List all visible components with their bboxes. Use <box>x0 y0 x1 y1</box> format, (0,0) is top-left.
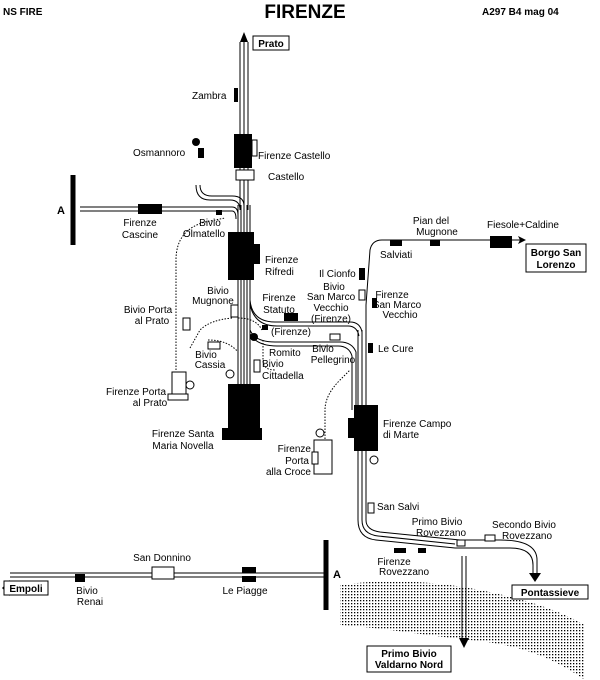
label-fsmv-1: Firenze <box>375 290 409 301</box>
map-code: NS FIRE <box>3 7 43 18</box>
faentina-line <box>365 236 526 306</box>
destination-prato: Prato <box>252 35 290 51</box>
station-blocks <box>75 88 512 582</box>
label-sandonnino: San Donnino <box>133 553 191 564</box>
east-lines <box>455 539 541 648</box>
label-fpc-1: Firenze <box>278 444 312 455</box>
label-fpp-1: Firenze Porta <box>106 387 166 398</box>
dotted-connections <box>175 217 276 371</box>
label-bp-prato-1: Bivio Porta <box>124 305 173 316</box>
label-osmannoro: Osmannoro <box>133 148 186 159</box>
label-cittadella-2: Cittadella <box>262 371 304 382</box>
label-romito: Romito <box>269 348 301 359</box>
label-pellegrino-1: Bivio <box>312 344 334 355</box>
label-renai-2: Renai <box>77 597 103 608</box>
destination-borgo-label-1: Borgo San <box>531 248 582 259</box>
label-cascine-1: Firenze <box>123 218 157 229</box>
label-olmatello-1: Bivio <box>199 218 221 229</box>
label-mugnone-2: Mugnone <box>192 296 234 307</box>
label-cassia-2: Cassia <box>195 360 226 371</box>
label-bsmv-2: San Marco <box>307 292 356 303</box>
destination-empoli-label: Empoli <box>9 584 43 595</box>
label-cdm-2: di Marte <box>383 430 420 441</box>
destination-valdarno-label-1: Primo Bivio <box>381 649 437 660</box>
marker-a-top: A <box>57 205 65 217</box>
label-smn-1: Firenze Santa <box>152 429 215 440</box>
destination-prato-label: Prato <box>258 39 284 50</box>
label-firenze-paren: (Firenze) <box>271 327 311 338</box>
label-castello-1: Firenze Castello <box>258 151 331 162</box>
label-renai-1: Bivio <box>76 586 98 597</box>
destination-borgo: Borgo San Lorenzo <box>525 243 587 273</box>
destination-borgo-label-2: Lorenzo <box>537 260 576 271</box>
label-smn-2: Maria Novella <box>152 441 214 452</box>
label-pian-2: Mugnone <box>416 227 458 238</box>
destination-pontassieve-label: Pontassieve <box>521 588 580 599</box>
label-fiesole: Fiesole+Caldine <box>487 220 559 231</box>
label-bsmv-3: Vecchio <box>313 303 348 314</box>
label-fsmv-3: Vecchio <box>382 310 417 321</box>
station-labels: Zambra Osmannoro Firenze Castello Castel… <box>76 91 559 608</box>
label-zambra: Zambra <box>192 91 227 102</box>
label-cdm-1: Firenze Campo <box>383 419 452 430</box>
label-piagge: Le Piagge <box>222 586 267 597</box>
label-castello-2: Castello <box>268 172 305 183</box>
map-reference: A297 B4 mag 04 <box>482 7 559 18</box>
label-salviati: Salviati <box>380 250 412 261</box>
map-title: FIRENZE <box>264 2 345 23</box>
label-fpc-2: Porta <box>285 456 309 467</box>
label-pian-1: Pian del <box>413 216 449 227</box>
label-sbr-2: Rovezzano <box>502 531 552 542</box>
label-pbr-1: Primo Bivio <box>412 517 463 528</box>
label-rifredi-2: Rifredi <box>265 267 294 278</box>
label-cascine-2: Cascine <box>122 230 159 241</box>
label-sansalvi: San Salvi <box>377 502 419 513</box>
destination-valdarno: Primo Bivio Valdarno Nord <box>366 645 452 673</box>
destination-pontassieve: Pontassieve <box>511 584 589 600</box>
label-lecure: Le Cure <box>378 344 414 355</box>
label-frov-1: Firenze <box>377 557 411 568</box>
label-bp-prato-2: al Prato <box>135 316 170 327</box>
label-frov-2: Rovezzano <box>379 567 429 578</box>
label-cassia-1: Bivio <box>195 350 217 361</box>
label-rifredi-1: Firenze <box>265 255 299 266</box>
label-pbr-2: Rovezzano <box>416 528 466 539</box>
label-bsmv-1: Bivio <box>323 282 345 293</box>
label-sbr-1: Secondo Bivio <box>492 520 556 531</box>
label-mugnone-1: Bivio <box>207 286 229 297</box>
label-fpc-3: alla Croce <box>266 467 311 478</box>
label-statuto-1: Firenze <box>262 293 296 304</box>
destination-empoli: Empoli <box>2 580 49 596</box>
label-bsmv-4: (Firenze) <box>311 314 351 325</box>
label-pellegrino-2: Pellegrino <box>311 355 356 366</box>
label-fpp-2: al Prato <box>133 398 168 409</box>
label-cittadella-1: Bivio <box>262 359 284 370</box>
label-fsmv-2: San Marco <box>373 300 422 311</box>
label-cionfo: Il Cionfo <box>319 269 356 280</box>
marker-a-bottom: A <box>333 569 341 581</box>
label-statuto-2: Statuto <box>263 305 295 316</box>
destination-valdarno-label-2: Valdarno Nord <box>375 660 443 671</box>
label-olmatello-2: Olmatello <box>183 229 226 240</box>
